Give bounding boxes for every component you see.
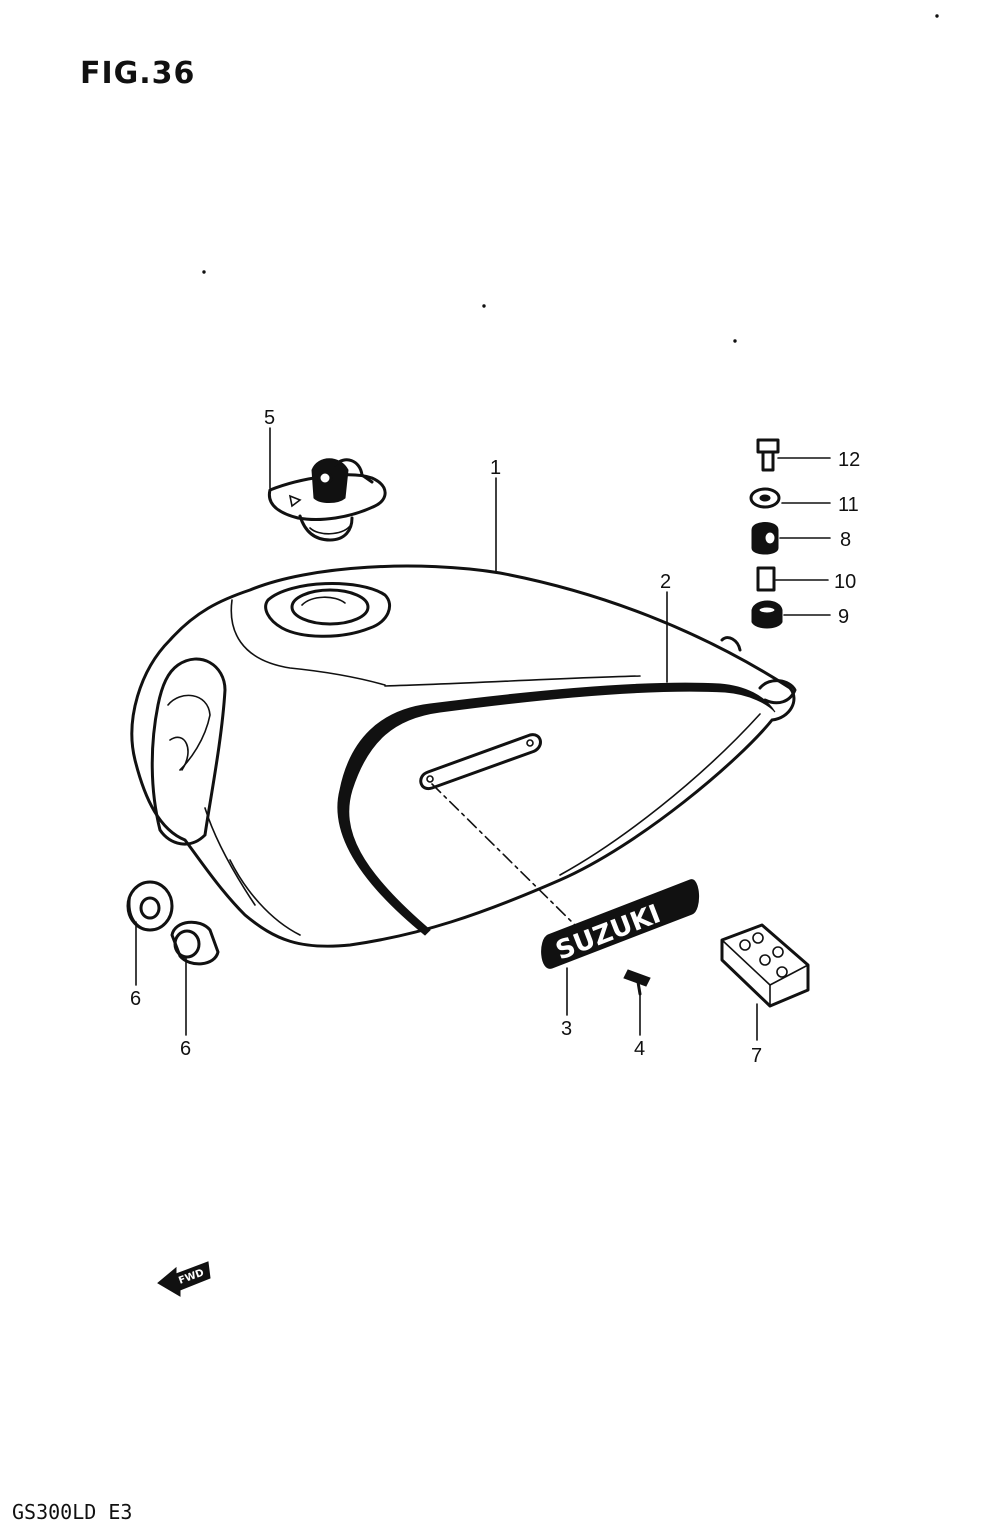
- emblem-text: SUZUKI: [552, 899, 665, 966]
- collar: [756, 566, 776, 592]
- bolt: [756, 438, 780, 472]
- callout-9: 9: [838, 606, 849, 628]
- screw: [623, 969, 651, 996]
- cushion-upper: [126, 880, 174, 932]
- callout-8: 8: [840, 529, 851, 551]
- callout-1: 1: [490, 457, 501, 479]
- grommet: [751, 522, 779, 555]
- washer: [749, 487, 781, 509]
- callout-4: 4: [634, 1038, 645, 1060]
- figure-title: FIG.36: [80, 56, 196, 91]
- emblem: SUZUKI: [541, 879, 699, 969]
- cushion-lower: [170, 920, 220, 966]
- callout-7: 7: [751, 1045, 762, 1067]
- callout-12: 12: [838, 449, 860, 471]
- leader-lines: [135, 427, 831, 1041]
- model-code: GS300LD E3: [12, 1500, 133, 1524]
- callout-3: 3: [561, 1018, 572, 1040]
- clamp-block: [720, 923, 810, 1008]
- callout-5: 5: [264, 407, 275, 429]
- fuel-tank: [130, 564, 797, 948]
- callout-6a: 6: [130, 988, 141, 1010]
- cushion-rear: [751, 600, 783, 629]
- callout-11: 11: [838, 494, 859, 516]
- callout-6b: 6: [180, 1038, 191, 1060]
- callout-2: 2: [660, 571, 671, 593]
- callout-10: 10: [834, 571, 856, 593]
- fuel-cap: [267, 458, 387, 542]
- fwd-arrow-icon: FWD: [157, 1261, 211, 1297]
